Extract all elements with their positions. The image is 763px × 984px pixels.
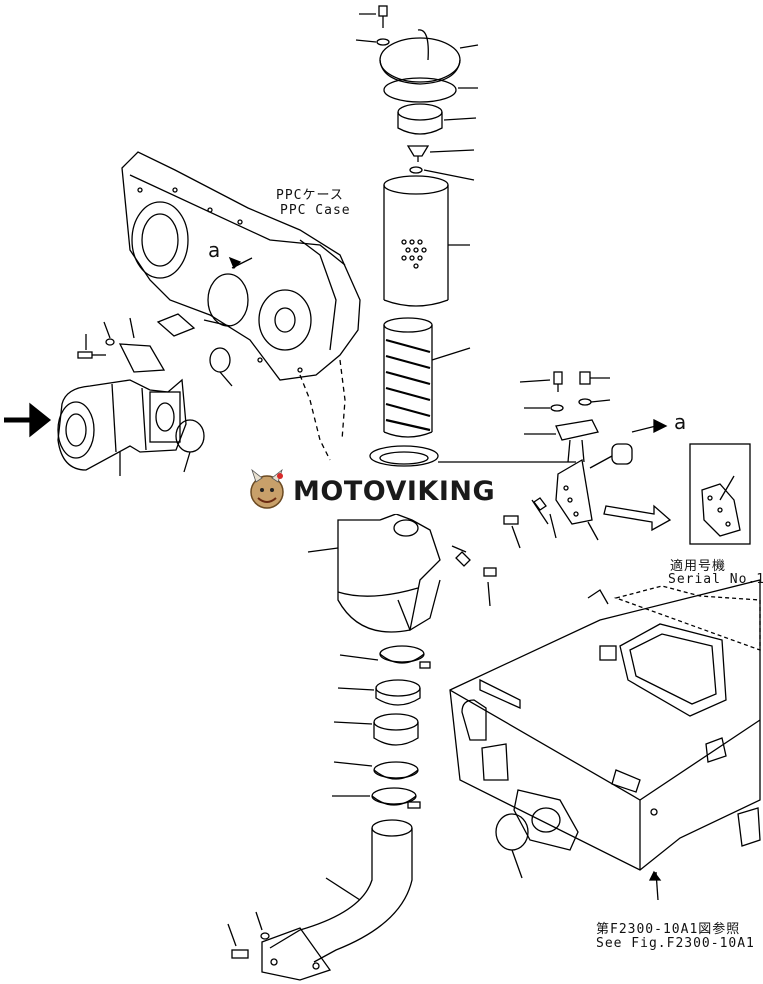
serial-label-en: Serial No.1 bbox=[668, 572, 763, 587]
arrow-a-label-right: a bbox=[674, 410, 687, 434]
hose-clamps bbox=[332, 645, 431, 809]
flange-ring bbox=[369, 445, 576, 467]
suction-pipe bbox=[227, 819, 413, 981]
suction-elbow bbox=[307, 513, 497, 633]
hydraulic-pump bbox=[57, 317, 187, 476]
watermark-banner: MOTOVIKING bbox=[245, 468, 517, 514]
serial-label-jp: 適用号機 bbox=[670, 559, 727, 574]
gaskets bbox=[156, 313, 233, 473]
input-arrow-icon bbox=[4, 402, 52, 438]
ppc-case-label-en: PPC Case bbox=[280, 203, 351, 218]
filter-element bbox=[383, 175, 470, 307]
filter-cap-assembly bbox=[355, 5, 479, 181]
hydraulic-tank bbox=[449, 579, 761, 901]
ppc-case-label-jp: PPCケース bbox=[276, 188, 344, 203]
strainer-spring bbox=[383, 317, 471, 438]
ppc-case-housing bbox=[121, 151, 361, 461]
watermark-text: MOTOVIKING bbox=[293, 475, 496, 507]
detail-inset-box bbox=[689, 443, 751, 545]
mounting-bracket bbox=[503, 371, 672, 549]
watermark-logo-spacer bbox=[245, 468, 289, 514]
see-fig-label-jp: 第F2300-10A1図参照 bbox=[596, 922, 741, 937]
arrow-a-label-top: a bbox=[208, 238, 221, 262]
see-fig-label-en: See Fig.F2300-10A1 bbox=[596, 936, 755, 951]
